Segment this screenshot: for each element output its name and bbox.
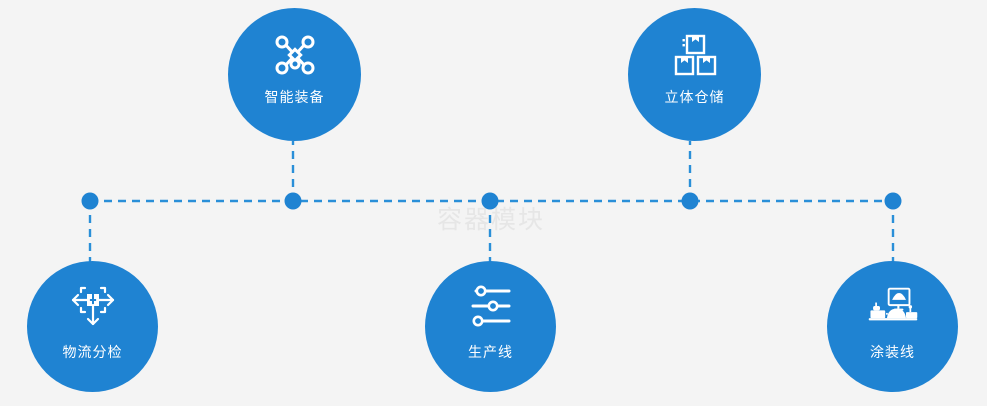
node-label: 生产线 [468, 344, 513, 360]
sliders-icon [471, 285, 510, 327]
junction-dot-warehouse [681, 192, 699, 210]
paint-booth-icon [868, 287, 917, 321]
node-stereoscopic-warehouse[interactable]: 立体仓储 [628, 8, 761, 141]
node-intelligent-equipment[interactable]: 智能装备 [228, 8, 361, 141]
junction-dot-right [884, 192, 902, 210]
network-nodes-icon [275, 35, 314, 75]
node-label: 智能装备 [264, 89, 325, 105]
junction-dot-center [481, 192, 499, 210]
node-painting-line[interactable]: 涂装线 [827, 261, 958, 392]
sorting-arrows-icon [71, 286, 114, 326]
node-logistics-sorting[interactable]: 物流分检 [27, 261, 158, 392]
junction-dot-left [81, 192, 99, 210]
node-label: 物流分检 [62, 344, 123, 360]
node-label: 涂装线 [870, 344, 915, 360]
stacked-boxes-icon [674, 34, 716, 76]
node-production-line[interactable]: 生产线 [425, 261, 556, 392]
node-label: 立体仓储 [664, 89, 725, 105]
junction-dot-equipment [284, 192, 302, 210]
